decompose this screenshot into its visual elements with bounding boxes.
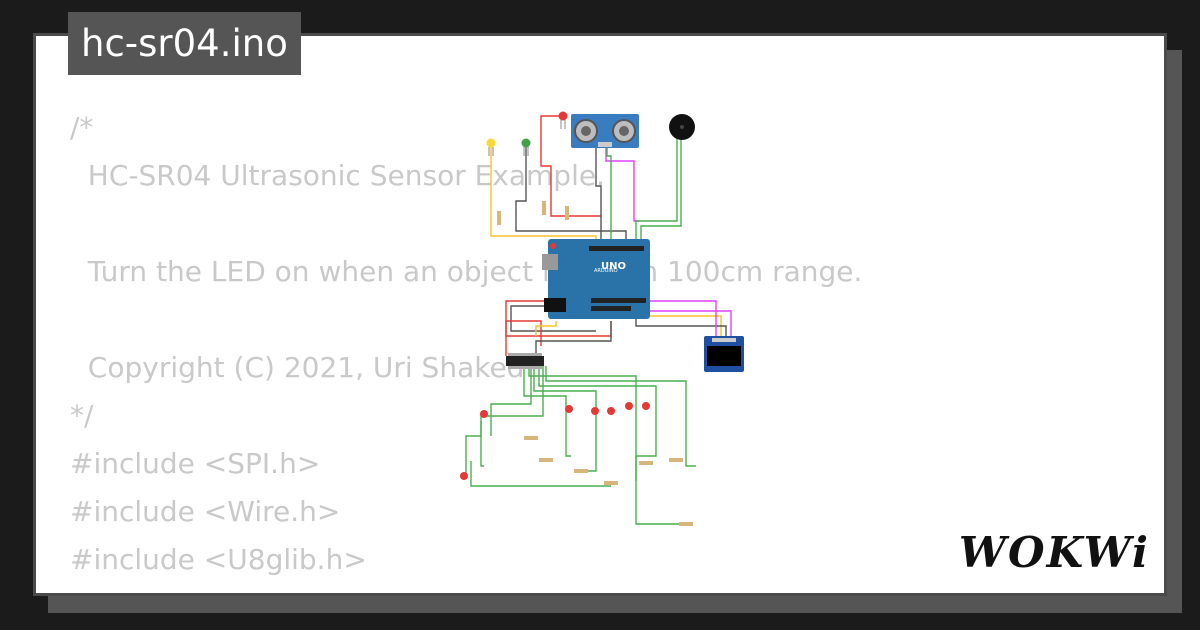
preview-card: /* HC-SR04 Ultrasonic Sensor Example. Tu…: [33, 33, 1167, 596]
led-yellow: [486, 138, 496, 156]
ic-chip: [506, 353, 544, 369]
project-title: hc-sr04.ino: [68, 12, 301, 75]
code-line: #include <SPI.h>: [70, 447, 321, 480]
code-line: #include <Wire.h>: [70, 495, 341, 528]
wokwi-logo: WOKWi: [958, 528, 1150, 577]
code-line: */: [70, 399, 94, 432]
led-red: [558, 111, 568, 129]
led-row: [460, 402, 650, 480]
oled-display: [704, 336, 744, 372]
board-brand: ARDUINO: [594, 268, 618, 274]
circuit-diagram: UNO ARDUINO: [460, 111, 744, 526]
code-line: Copyright (C) 2021, Uri Shaked: [70, 351, 525, 384]
ultrasonic-sensor: [571, 114, 639, 148]
code-line: #include <U8glib.h>: [70, 543, 367, 576]
code-line: HC-SR04 Ultrasonic Sensor Example.: [70, 159, 605, 192]
board-label: UNO: [601, 261, 626, 272]
arduino-uno-board: UNO ARDUINO: [542, 239, 650, 319]
code-snippet: /* HC-SR04 Ultrasonic Sensor Example. Tu…: [70, 104, 862, 584]
led-green: [521, 138, 531, 156]
buzzer: [669, 114, 695, 140]
code-line: /*: [70, 111, 94, 144]
